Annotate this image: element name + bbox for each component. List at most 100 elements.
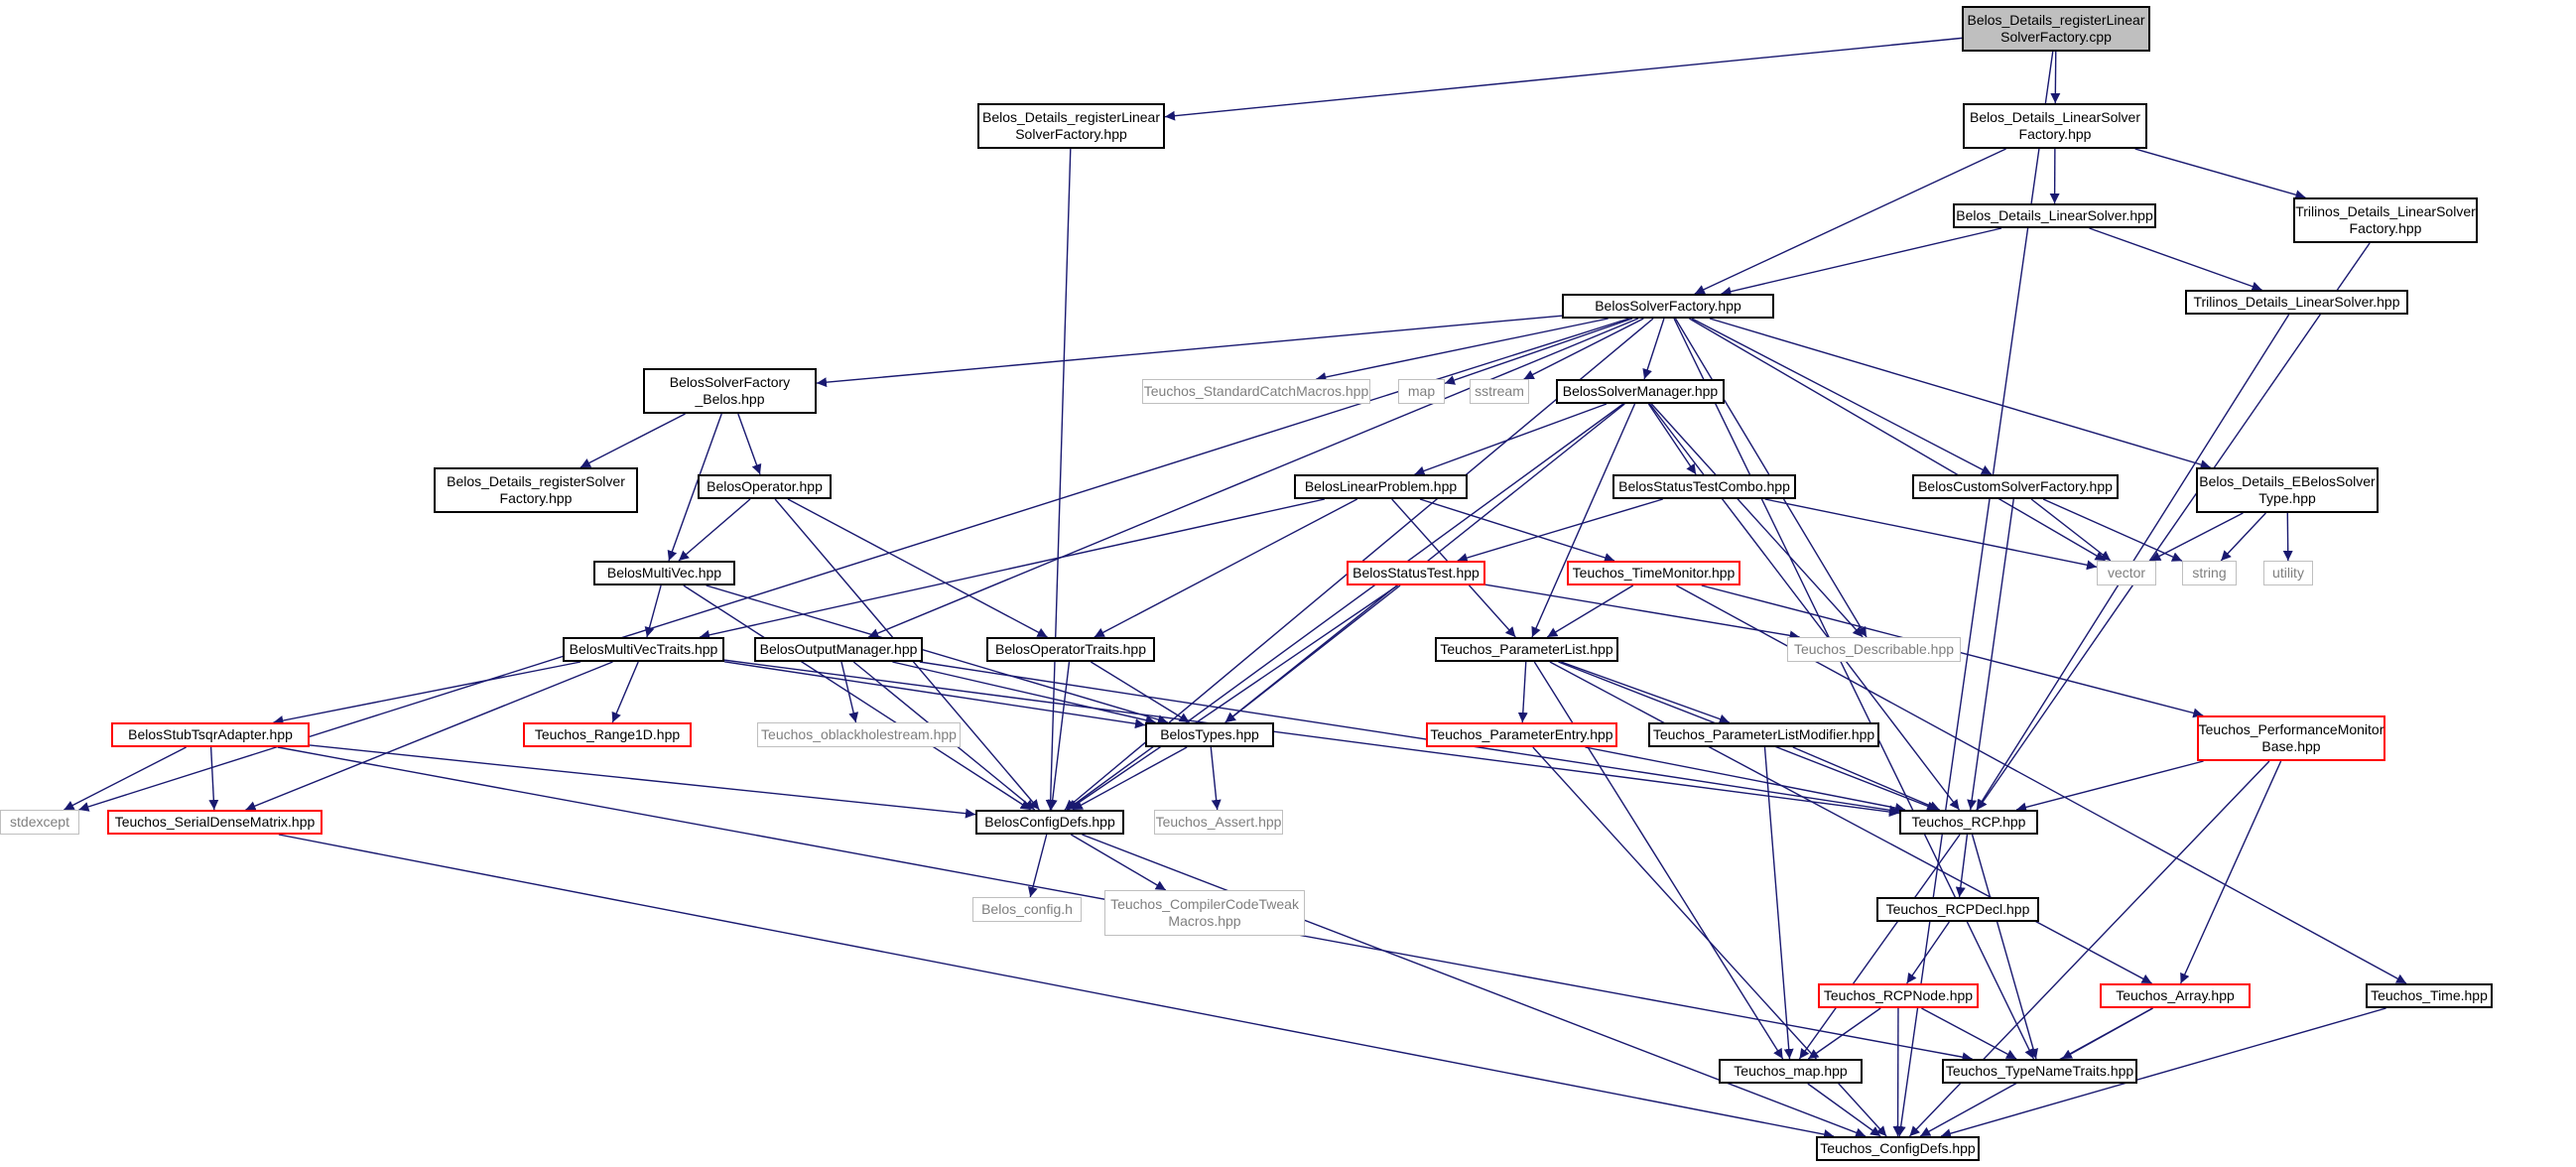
edge-n11-n40 [1648,403,1961,811]
graph-node-n10: sstream [1470,379,1529,404]
graph-node-n11[interactable]: BelosSolverManager.hpp [1556,379,1725,404]
edge-n16-n40 [1967,498,2014,811]
graph-node-n44[interactable]: Teuchos_RCPNode.hpp [1818,983,1979,1008]
graph-node-n37[interactable]: Teuchos_SerialDenseMatrix.hpp [107,810,322,835]
graph-node-n27[interactable]: Teuchos_ParameterList.hpp [1435,637,1618,662]
graph-node-n28: Teuchos_Describable.hpp [1787,637,1961,662]
graph-node-n1[interactable]: Belos_Details_registerLinear SolverFacto… [977,103,1165,149]
graph-node-n17[interactable]: Belos_Details_EBelosSolver Type.hpp [2196,467,2379,513]
edge-n27-n45 [1549,661,2152,984]
edge-n34-n40 [1792,746,1940,811]
edge-n2-n4 [2134,148,2306,200]
graph-node-n39: Teuchos_Assert.hpp [1154,810,1283,835]
edge-n17-n23 [2282,512,2293,562]
graph-node-n2[interactable]: Belos_Details_LinearSolver Factory.hpp [1963,103,2147,149]
graph-node-n32[interactable]: BelosTypes.hpp [1145,722,1274,747]
edge-n24-n30 [611,661,639,723]
edge-n18-n32 [706,584,1169,724]
graph-node-n18[interactable]: BelosMultiVec.hpp [593,561,735,585]
edge-n5-n8 [1316,318,1609,382]
graph-node-n29[interactable]: BelosStubTsqrAdapter.hpp [111,722,310,747]
edge-n11-n15 [1647,403,1697,475]
graph-node-n49[interactable]: Teuchos_ConfigDefs.hpp [1816,1136,1980,1161]
edge-n5-n48 [1673,318,2035,1060]
graph-node-n14[interactable]: BelosLinearProblem.hpp [1294,474,1468,499]
graph-node-n4[interactable]: Trilinos_Details_LinearSolver Factory.hp… [2293,197,2478,243]
edge-n5-n36 [78,318,1629,812]
edge-n2-n5 [1694,148,2006,295]
edge-n43-n44 [1906,921,1950,984]
edge-n19-n32 [1224,584,1401,723]
graph-node-n47[interactable]: Teuchos_map.hpp [1719,1059,1863,1084]
graph-node-n34[interactable]: Teuchos_ParameterListModifier.hpp [1648,722,1879,747]
graph-node-n5[interactable]: BelosSolverFactory.hpp [1562,294,1774,319]
edge-n0-n1 [1164,37,1963,121]
edge-n5-n17 [1709,318,2211,469]
graph-node-n43[interactable]: Teuchos_RCPDecl.hpp [1876,897,2039,922]
edge-n40-n47 [1798,834,1961,1060]
graph-node-n31: Teuchos_oblackholestream.hpp [757,722,961,747]
graph-node-n48[interactable]: Teuchos_TypeNameTraits.hpp [1942,1059,2137,1084]
graph-node-n9: map [1398,379,1445,404]
graph-node-n19[interactable]: BelosStatusTest.hpp [1347,561,1485,585]
graph-node-n40[interactable]: Teuchos_RCP.hpp [1899,810,2038,835]
edge-n14-n26 [1094,498,1358,638]
graph-node-n0[interactable]: Belos_Details_registerLinear SolverFacto… [1962,6,2150,52]
edge-n5-n7 [816,315,1563,388]
edge-n11-n14 [1414,403,1608,476]
edge-n27-n34 [1561,661,1730,724]
edge-n25-n32 [892,661,1156,725]
edge-n16-n21 [2030,498,2112,562]
edge-n7-n13 [737,413,762,475]
graph-node-n7[interactable]: BelosSolverFactory _Belos.hpp [643,368,817,414]
graph-node-n26[interactable]: BelosOperatorTraits.hpp [986,637,1155,662]
edge-n11-n28 [1650,403,1864,638]
graph-node-n12[interactable]: Belos_Details_registerSolver Factory.hpp [434,467,638,513]
graph-node-n16[interactable]: BelosCustomSolverFactory.hpp [1912,474,2119,499]
edge-n24-n37 [245,661,613,811]
edge-n46-n49 [1940,1007,2386,1139]
edge-n13-n26 [787,498,1048,638]
edge-n44-n47 [1807,1007,1881,1060]
graph-node-n25[interactable]: BelosOutputManager.hpp [754,637,923,662]
edge-n38-n42 [1070,834,1167,891]
edge-n14-n20 [1419,498,1615,563]
graph-node-n23: utility [2263,561,2313,585]
edge-n17-n21 [2149,512,2244,562]
graph-node-n21: vector [2097,561,2156,585]
edge-n7-n18 [667,413,722,562]
edge-n40-n43 [1955,834,1969,898]
edge-n5-n10 [1523,318,1644,380]
edge-n3-n6 [2089,227,2262,292]
graph-node-n38[interactable]: BelosConfigDefs.hpp [975,810,1124,835]
graph-node-n15[interactable]: BelosStatusTestCombo.hpp [1612,474,1796,499]
graph-node-n45[interactable]: Teuchos_Array.hpp [2100,983,2251,1008]
graph-node-n33[interactable]: Teuchos_ParameterEntry.hpp [1426,722,1617,747]
edge-n5-n11 [1642,318,1665,380]
graph-node-n8: Teuchos_StandardCatchMacros.hpp [1142,379,1370,404]
graph-node-n46[interactable]: Teuchos_Time.hpp [2366,983,2493,1008]
graph-node-n6[interactable]: Trilinos_Details_LinearSolver.hpp [2185,290,2408,315]
graph-node-n3[interactable]: Belos_Details_LinearSolver.hpp [1953,203,2156,228]
graph-node-n13[interactable]: BelosOperator.hpp [698,474,832,499]
graph-node-n35[interactable]: Teuchos_PerformanceMonitor Base.hpp [2197,715,2385,761]
edge-n15-n19 [1457,498,1663,563]
edge-n20-n27 [1546,584,1634,638]
edge-n32-n39 [1210,746,1222,811]
edge-n32-n38 [1072,746,1188,811]
edge-n29-n38 [309,744,976,819]
edge-n11-n38 [1066,403,1624,811]
edge-n27-n47 [1533,661,1784,1060]
edge-n33-n40 [1585,746,1906,813]
edge-n13-n18 [678,498,751,562]
graph-node-n20[interactable]: Teuchos_TimeMonitor.hpp [1567,561,1740,585]
edge-n16-n22 [2042,498,2183,562]
edge-n17-n22 [2220,512,2266,562]
graph-node-n24[interactable]: BelosMultiVecTraits.hpp [563,637,724,662]
edge-n38-n41 [1027,834,1048,898]
graph-node-n30[interactable]: Teuchos_Range1D.hpp [523,722,692,747]
edge-n7-n12 [580,413,686,468]
edge-n40-n48 [1971,834,2039,1060]
edge-n24-n32 [723,661,1146,729]
